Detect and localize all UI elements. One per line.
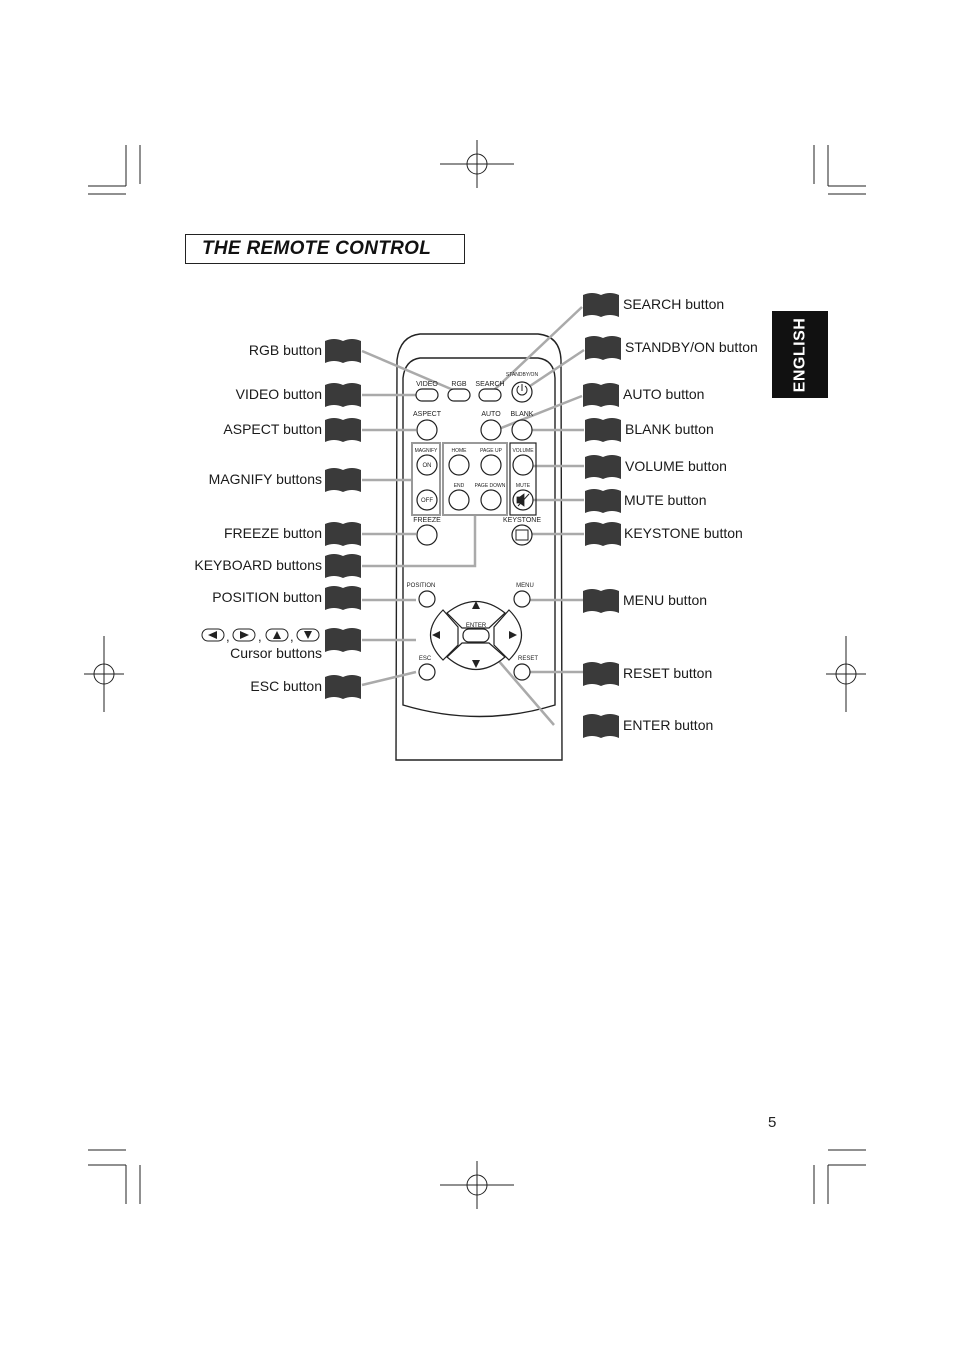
remote-label-menu: MENU <box>516 583 534 589</box>
cursor-down-key <box>446 642 506 670</box>
on-key <box>416 454 438 476</box>
label-enter: ENTER button <box>623 717 714 733</box>
home-key <box>448 454 470 476</box>
left-arrow-icon <box>208 631 217 639</box>
keyboard-group <box>442 442 508 516</box>
label-blank: BLANK button <box>625 421 714 437</box>
label-mute: MUTE button <box>624 492 707 508</box>
registration-marks <box>84 140 866 1209</box>
remote-label-volume: VOLUME <box>512 448 534 454</box>
remote-label-magnify: MAGNIFY <box>415 448 438 454</box>
cursor-right-key <box>493 609 523 661</box>
title-box: THE REMOTE CONTROL <box>185 234 465 264</box>
keystone-icon <box>515 529 529 541</box>
rgb-key <box>447 388 471 402</box>
position-key <box>418 590 436 608</box>
remote-label-home: HOME <box>452 448 468 454</box>
search-key <box>478 388 502 402</box>
cursor-up-key <box>446 601 506 629</box>
remote-label-reset: RESET <box>518 656 538 662</box>
arrow-left-glyph <box>432 631 440 639</box>
label-standby: STANDBY/ON button <box>625 339 758 355</box>
label-video: VIDEO button <box>235 386 322 402</box>
remote-label-esc: ESC <box>419 656 432 662</box>
label-esc: ESC button <box>250 678 322 694</box>
power-icon <box>516 385 528 396</box>
page-up-key <box>480 454 502 476</box>
auto-key <box>480 419 502 441</box>
page-title: THE REMOTE CONTROL <box>202 238 432 259</box>
right-arrow-icon <box>240 631 249 639</box>
remote-body <box>395 333 563 761</box>
menu-key <box>513 590 531 608</box>
volume-group <box>509 442 537 516</box>
page-down-key <box>480 489 502 511</box>
crop-marks <box>88 145 866 1204</box>
label-search: SEARCH button <box>623 296 725 312</box>
label-aspect: ASPECT button <box>223 421 322 437</box>
separator-1: , <box>226 629 230 644</box>
arrow-down-glyph <box>472 660 480 668</box>
label-freeze: FREEZE button <box>223 525 322 541</box>
separator-3: , <box>290 629 294 644</box>
cursor-left-key <box>429 609 459 661</box>
label-rgb: RGB button <box>248 342 322 358</box>
remote-label-page-up: PAGE UP <box>480 448 503 454</box>
remote-label-blank: BLANK <box>511 411 534 418</box>
arrow-right-glyph <box>509 631 517 639</box>
label-magnify: MAGNIFY buttons <box>208 471 322 487</box>
remote-label-search: SEARCH <box>475 381 504 388</box>
remote-label-page-down: PAGE DOWN <box>475 483 506 489</box>
keystone-key <box>511 524 533 546</box>
language-tab-label: ENGLISH <box>791 317 808 392</box>
esc-key <box>418 663 436 681</box>
remote-label-on: ON <box>423 463 432 469</box>
arrow-up-glyph <box>472 601 480 609</box>
remote-label-keystone: KEYSTONE <box>503 517 541 524</box>
separator-2: , <box>258 629 262 644</box>
off-key <box>416 489 438 511</box>
remote-label-freeze: FREEZE <box>413 517 441 524</box>
book-icons-left <box>325 339 361 699</box>
page-number: 5 <box>768 1114 777 1131</box>
standby-key <box>511 381 533 403</box>
remote-label-auto: AUTO <box>481 411 501 418</box>
label-volume: VOLUME button <box>625 458 727 474</box>
label-auto: AUTO button <box>623 386 705 402</box>
language-tab: ENGLISH <box>772 311 828 398</box>
remote-label-position: POSITION <box>407 583 436 589</box>
video-key <box>415 388 439 402</box>
remote-label-mute: MUTE <box>516 483 531 489</box>
label-menu: MENU button <box>623 592 708 608</box>
label-keyboard: KEYBOARD buttons <box>194 557 322 573</box>
label-keystone: KEYSTONE button <box>624 525 743 541</box>
reset-key <box>513 663 531 681</box>
label-reset: RESET button <box>623 665 713 681</box>
speaker-mute-icon <box>516 493 525 507</box>
leader-lines <box>361 306 585 726</box>
label-cursor: Cursor buttons <box>230 645 322 661</box>
volume-key <box>512 454 534 476</box>
down-arrow-icon <box>304 631 312 639</box>
end-key <box>448 489 470 511</box>
remote-label-rgb: RGB <box>451 381 467 388</box>
freeze-key <box>416 524 438 546</box>
remote-label-video: VIDEO <box>416 381 438 388</box>
remote-icons <box>432 384 530 668</box>
label-position: POSITION button <box>212 589 322 605</box>
book-icons-right <box>583 293 621 738</box>
remote-label-aspect: ASPECT <box>413 411 442 418</box>
blank-key <box>511 419 533 441</box>
magnify-group <box>411 442 441 516</box>
remote-label-standby: STANDBY/ON <box>506 372 539 378</box>
up-arrow-icon <box>273 631 281 639</box>
remote-label-off: OFF <box>421 498 433 504</box>
enter-key <box>462 628 490 643</box>
remote-label-enter: ENTER <box>466 623 487 629</box>
remote-label-end: END <box>454 483 465 489</box>
aspect-key <box>416 419 438 441</box>
